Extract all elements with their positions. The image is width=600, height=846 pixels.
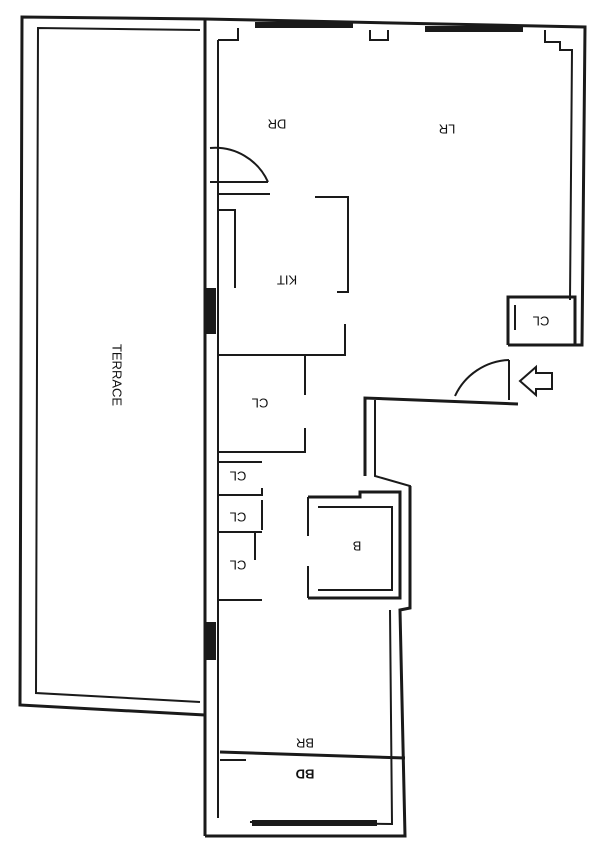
window-dr [255,22,353,28]
label-closet-small-3: CL [230,558,247,573]
label-closet-main: CL [252,396,269,411]
door-dr [209,146,269,183]
interior-walls [218,193,577,761]
label-bath: B [353,539,362,554]
label-closet-small-2: CL [230,510,247,525]
terrace-outline [18,15,206,717]
label-bedroom-br: BR [296,736,314,751]
exterior-walls [203,17,587,838]
label-terrace: TERRACE [110,344,125,406]
label-kitchen: KIT [277,273,297,288]
label-bedroom-bd: BD [296,767,315,782]
window-br [206,622,216,660]
windows [206,22,523,826]
window-lr [425,26,523,32]
window-kit [206,288,216,334]
label-closet-small-1: CL [230,469,247,484]
label-dining-room: DR [268,117,287,132]
label-living-room: LR [439,122,456,137]
label-closet-entry: CL [533,314,550,329]
arrow-left-icon [518,364,553,398]
doors [209,146,510,400]
door-entry [454,359,510,397]
window-bd [252,820,377,826]
